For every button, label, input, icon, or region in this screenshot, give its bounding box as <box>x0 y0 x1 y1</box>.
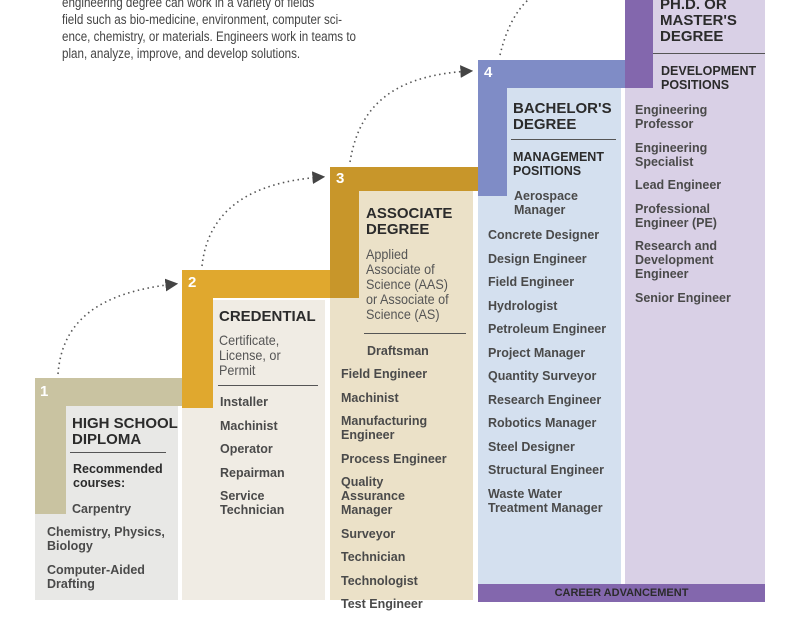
step-5-title: PH.D. OR MASTER'S DEGREE <box>660 0 737 45</box>
step-1-number: 1 <box>40 383 49 400</box>
list-item: Engineering Specialist <box>635 140 708 169</box>
arrow-2-to-3 <box>201 171 326 267</box>
list-item: Steel Designer <box>488 439 575 454</box>
step-4-item-list: Concrete Designer Design Engineer Field … <box>488 228 616 524</box>
step-2-description: Certificate, License, or Permit <box>219 332 281 378</box>
list-item: Test Engineer <box>341 597 423 611</box>
list-item: Technologist <box>341 573 418 588</box>
step-2-title: CREDENTIAL <box>219 308 316 325</box>
list-item: Chemistry, Physics, Biology <box>47 525 165 553</box>
step-3-item-list: Field Engineer Machinist Manufacturing E… <box>341 367 467 621</box>
intro-text: engineering degree can work in a variety… <box>62 0 357 61</box>
step-1-title: HIGH SCHOOL DIPLOMA <box>72 415 178 448</box>
step-2-item-list: Installer Machinist Operator Repairman S… <box>220 395 315 527</box>
list-item: Petroleum Engineer <box>488 322 607 336</box>
step-4-item-list-top: Aerospace Manager <box>514 189 594 227</box>
list-item: Field Engineer <box>341 367 428 381</box>
list-item: Research Engineer <box>488 392 602 407</box>
list-item: Service Technician <box>220 489 285 517</box>
step-4-title: BACHELOR'S DEGREE <box>513 100 612 133</box>
list-item: Professional Engineer (PE) <box>635 201 717 230</box>
column-bg-5 <box>625 0 765 600</box>
arrow-4-to-5 <box>499 0 529 56</box>
list-item: Field Engineer <box>488 275 575 289</box>
step-4-number: 4 <box>484 64 493 81</box>
list-item: Waste Water Treatment Manager <box>488 486 603 515</box>
step-3-number: 3 <box>336 170 345 187</box>
list-item: Design Engineer <box>488 251 587 266</box>
step-3-title: ASSOCIATE DEGREE <box>366 205 453 238</box>
list-item: Robotics Manager <box>488 416 597 430</box>
list-item: Repairman <box>220 465 285 480</box>
list-item: Technician <box>341 550 406 564</box>
list-item: Hydrologist <box>488 298 558 313</box>
list-item: Structural Engineer <box>488 463 604 477</box>
list-item: Computer-Aided Drafting <box>47 562 145 591</box>
progression-arrows <box>57 0 529 375</box>
step-4-subtitle: MANAGEMENT POSITIONS <box>513 150 604 178</box>
list-item: Senior Engineer <box>635 290 731 305</box>
step-1-subtitle: Recommended courses: <box>73 462 163 490</box>
list-item: Machinist <box>341 390 399 405</box>
arrow-1-to-2 <box>57 278 179 375</box>
list-item: Operator <box>220 442 273 456</box>
step-1-item-list-2: Chemistry, Physics, Biology Computer-Aid… <box>47 525 172 600</box>
step-3-description: Applied Associate of Science (AAS) or As… <box>366 246 449 322</box>
list-item: Installer <box>220 395 268 409</box>
step-1-item-list: Carpentry <box>72 502 172 526</box>
list-item: Lead Engineer <box>635 178 722 192</box>
step-2-number: 2 <box>188 274 197 291</box>
career-advancement-bar: CAREER ADVANCEMENT <box>478 584 765 602</box>
step-1-divider <box>70 452 166 453</box>
list-item: Quantity Surveyor <box>488 369 597 383</box>
career-advancement-label: CAREER ADVANCEMENT <box>554 587 689 599</box>
list-item: Process Engineer <box>341 451 447 466</box>
list-item: Manufacturing Engineer <box>341 414 428 442</box>
step-3-divider <box>364 333 466 334</box>
list-item: Project Manager <box>488 345 586 360</box>
step-3-item-list-top: Draftsman <box>367 344 467 368</box>
list-item: Research and Development Engineer <box>635 239 717 281</box>
step-5-subtitle: DEVELOPMENT POSITIONS <box>661 64 757 92</box>
step-5-item-list: Engineering Professor Engineering Specia… <box>635 103 757 314</box>
list-item: Aerospace Manager <box>514 189 578 217</box>
step-2-divider <box>218 385 318 386</box>
arrow-3-to-4 <box>349 65 474 163</box>
list-item: Surveyor <box>341 526 396 541</box>
list-item: Engineering Professor <box>635 103 708 131</box>
list-item: Concrete Designer <box>488 228 600 242</box>
list-item: Quality Assurance Manager <box>341 475 405 517</box>
list-item: Machinist <box>220 418 278 433</box>
list-item: Draftsman <box>367 344 429 358</box>
list-item: Carpentry <box>72 502 132 516</box>
step-4-divider <box>511 139 616 140</box>
step-5-divider <box>653 53 765 54</box>
